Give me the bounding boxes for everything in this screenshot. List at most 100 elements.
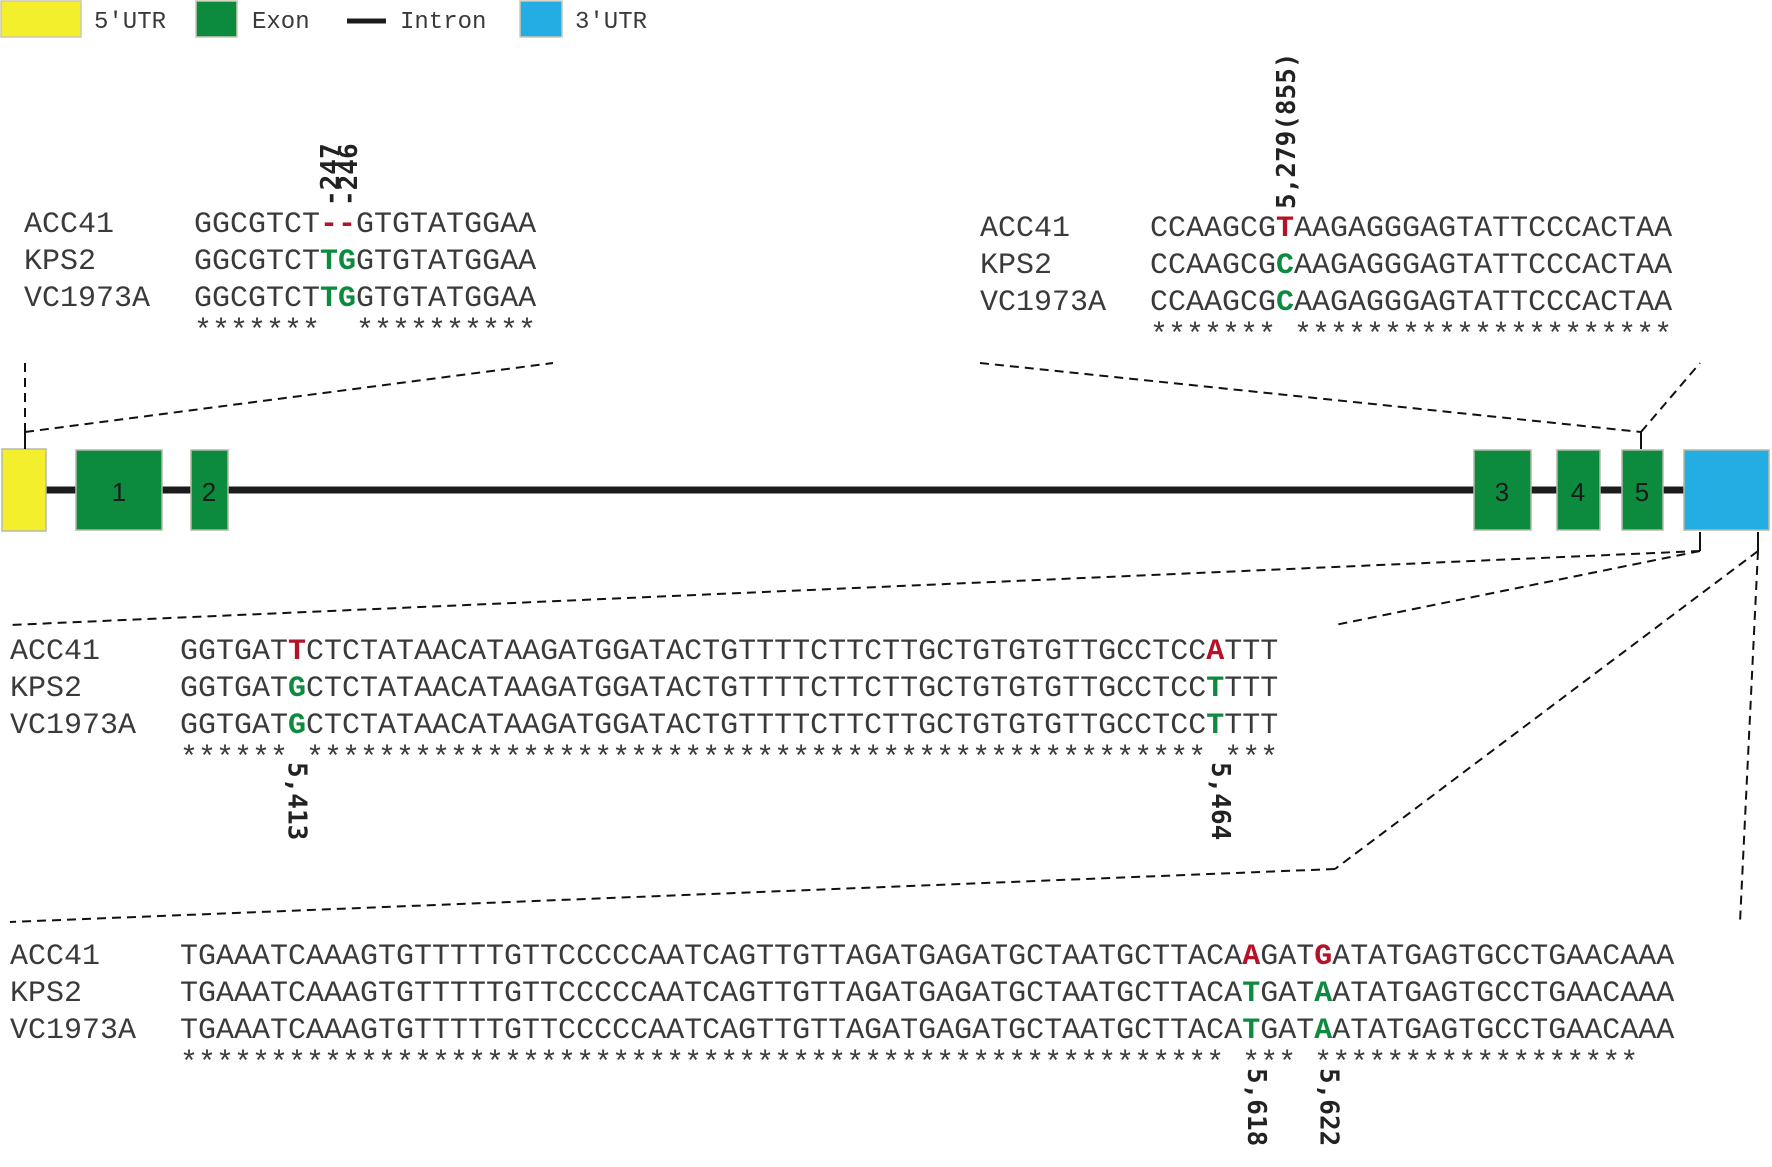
variant-base: A <box>1314 1014 1332 1048</box>
variant-base: T <box>1206 672 1224 706</box>
legend-utr5-label: 5'UTR <box>94 9 166 36</box>
variant-base: T <box>288 635 306 669</box>
sequence-segment: GGTGAT <box>180 709 288 743</box>
strain-name: ACC41 <box>980 212 1070 246</box>
strain-name: VC1973A <box>10 709 136 743</box>
variant-base: A <box>1242 940 1260 974</box>
variant-base: A <box>1206 635 1224 669</box>
sequence-segment: ATATGAGTGCCTGAACAAA <box>1332 1014 1674 1048</box>
exon-2-box <box>190 449 229 531</box>
sequence-segment: GGTGAT <box>180 672 288 706</box>
strain-name: VC1973A <box>980 286 1106 320</box>
sequence-row: CCAAGCGCAAGAGGGAGTATTCCCACTAA <box>1150 286 1672 320</box>
strain-name: ACC41 <box>24 208 114 242</box>
strain-name: KPS2 <box>980 249 1052 283</box>
legend-utr3-swatch <box>519 0 563 38</box>
sequence-segment: AAGAGGGAGTATTCCCACTAA <box>1294 249 1672 283</box>
connector-line <box>1334 550 1701 626</box>
sequence-segment: CCAAGCG <box>1150 249 1276 283</box>
sequence-segment: GAT <box>1260 940 1314 974</box>
strain-name: VC1973A <box>24 282 150 316</box>
position-label: -246 <box>334 143 364 206</box>
gene-model: 1 2 3 4 5 <box>1 448 1770 532</box>
conservation-row: ****** *********************************… <box>180 742 1278 776</box>
utr5-box <box>1 448 47 532</box>
sequence-row: CCAAGCGCAAGAGGGAGTATTCCCACTAA <box>1150 249 1672 283</box>
exon-1-box <box>75 449 163 531</box>
variant-base: T <box>1276 212 1294 246</box>
exon-4-label: 4 <box>1571 477 1585 507</box>
exon-2-label: 2 <box>202 477 216 507</box>
variant-base: G <box>288 672 306 706</box>
sequence-segment: CCAAGCG <box>1150 212 1276 246</box>
sequence-segment: AAGAGGGAGTATTCCCACTAA <box>1294 286 1672 320</box>
zoom-connectors <box>9 362 1759 923</box>
conservation-row: ****************************************… <box>180 1047 1638 1081</box>
sequence-row: GGTGATTCTCTATAACATAAGATGGATACTGTTTTCTTCT… <box>180 635 1278 669</box>
connector-line <box>1640 362 1701 433</box>
variant-base: G <box>1314 940 1332 974</box>
variant-base: G <box>288 709 306 743</box>
sequence-row: GGTGATGCTCTATAACATAAGATGGATACTGTTTTCTTCT… <box>180 672 1278 706</box>
sequence-row: GGCGTCTTGGTGTATGGAA <box>194 245 536 279</box>
position-label: 5,622 <box>1313 1068 1343 1146</box>
exon-5-label: 5 <box>1635 477 1649 507</box>
sequence-segment: TTT <box>1224 709 1278 743</box>
sequence-segment: ATATGAGTGCCTGAACAAA <box>1332 940 1674 974</box>
sequence-segment: GAT <box>1260 977 1314 1011</box>
sequence-segment: CCAAGCG <box>1150 286 1276 320</box>
variant-base: C <box>1276 249 1294 283</box>
connector-line <box>9 550 1701 626</box>
sequence-row: TGAAATCAAAGTGTTTTTGTTCCCCCAATCAGTTGTTAGA… <box>180 1014 1674 1048</box>
strain-name: KPS2 <box>10 672 82 706</box>
variant-base: A <box>1314 977 1332 1011</box>
variant-base: T <box>1206 709 1224 743</box>
position-label: 5,279(855) <box>1272 52 1302 209</box>
sequence-segment: GGCGTCT <box>194 245 320 279</box>
position-label: 5,464 <box>1205 762 1235 840</box>
sequence-row: GGTGATGCTCTATAACATAAGATGGATACTGTTTTCTTCT… <box>180 709 1278 743</box>
sequence-segment: TGAAATCAAAGTGTTTTTGTTCCCCCAATCAGTTGTTAGA… <box>180 1014 1242 1048</box>
sequence-segment: AAGAGGGAGTATTCCCACTAA <box>1294 212 1672 246</box>
sequence-segment: GGCGTCT <box>194 282 320 316</box>
sequence-segment: TTT <box>1224 672 1278 706</box>
conservation-row: ******* ********** <box>194 315 536 349</box>
strain-name: ACC41 <box>10 940 100 974</box>
sequence-segment: GGTGAT <box>180 635 288 669</box>
sequence-segment: CTCTATAACATAAGATGGATACTGTTTTCTTCTTGCTGTG… <box>306 672 1206 706</box>
connector-line <box>1334 550 1759 870</box>
sequence-segment: GTGTATGGAA <box>356 282 536 316</box>
sequence-segment: GGCGTCT <box>194 208 320 242</box>
legend-exon-label: Exon <box>252 9 310 36</box>
sequence-segment: CTCTATAACATAAGATGGATACTGTTTTCTTCTTGCTGTG… <box>306 635 1206 669</box>
variant-base: T <box>1242 977 1260 1011</box>
legend-utr3-label: 3'UTR <box>575 9 647 36</box>
strain-name: ACC41 <box>10 635 100 669</box>
legend-exon-swatch <box>195 0 238 38</box>
legend-intron-label: Intron <box>400 9 486 36</box>
variant-base: T <box>1242 1014 1260 1048</box>
sequence-row: TGAAATCAAAGTGTTTTTGTTCCCCCAATCAGTTGTTAGA… <box>180 977 1674 1011</box>
connector-line <box>9 868 1336 923</box>
connector-line <box>24 362 554 433</box>
position-label: 5,618 <box>1241 1068 1271 1146</box>
strain-name: KPS2 <box>10 977 82 1011</box>
variant-base: C <box>1276 286 1294 320</box>
sequence-row: CCAAGCGTAAGAGGGAGTATTCCCACTAA <box>1150 212 1672 246</box>
connector-line <box>1739 550 1759 923</box>
position-label: -247 <box>316 143 346 206</box>
sequence-row: GGCGTCTTGGTGTATGGAA <box>194 282 536 316</box>
variant-base: TG <box>320 282 356 316</box>
position-label: 5,413 <box>282 762 312 840</box>
sequence-segment: ATATGAGTGCCTGAACAAA <box>1332 977 1674 1011</box>
sequence-row: GGCGTCT--GTGTATGGAA <box>194 208 536 242</box>
exon-4-box <box>1556 449 1601 531</box>
sequence-segment: GTGTATGGAA <box>356 245 536 279</box>
exon-5-box <box>1621 449 1664 531</box>
legend: 5'UTR Exon Intron 3'UTR <box>0 0 647 38</box>
strain-name: KPS2 <box>24 245 96 279</box>
